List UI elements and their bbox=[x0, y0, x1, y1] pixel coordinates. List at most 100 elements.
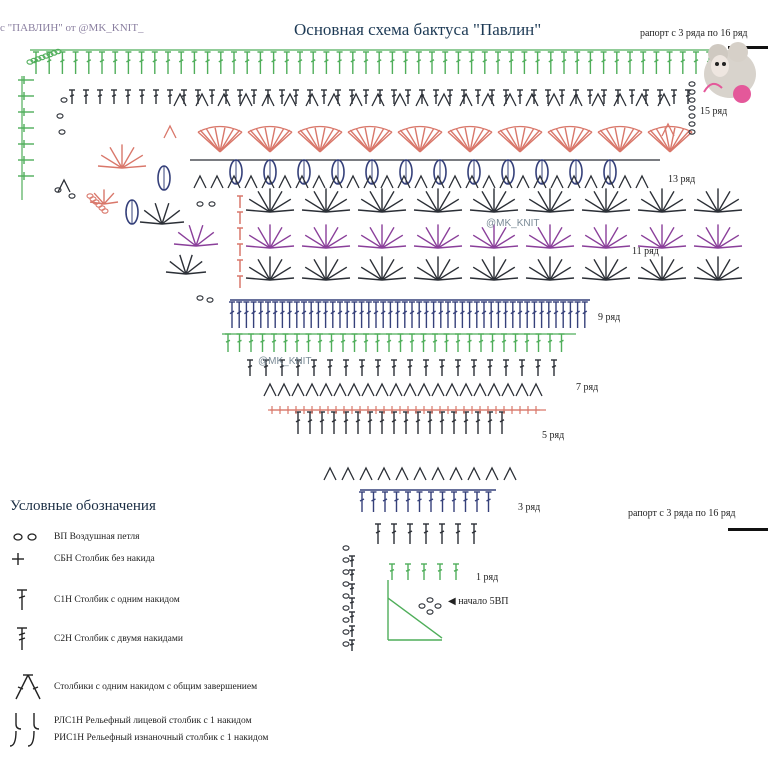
cluster-stitch bbox=[375, 382, 389, 397]
cluster-stitch bbox=[389, 382, 403, 397]
cluster-stitch bbox=[193, 174, 207, 189]
row-label: 3 ряд bbox=[518, 502, 541, 513]
shell-fan bbox=[447, 125, 493, 153]
cluster-stitch bbox=[657, 92, 671, 107]
cluster-stitch bbox=[371, 92, 385, 107]
cluster-stitch bbox=[403, 382, 417, 397]
ch-stitch bbox=[426, 609, 434, 615]
cluster-stitch bbox=[415, 92, 429, 107]
ch-stitch bbox=[342, 581, 350, 587]
cluster-stitch bbox=[618, 174, 632, 189]
cluster-stitch bbox=[239, 92, 253, 107]
ch-stitch bbox=[688, 113, 696, 119]
cluster-stitch bbox=[312, 174, 326, 189]
shell-fan bbox=[301, 188, 351, 213]
cluster-stitch bbox=[395, 466, 409, 481]
cluster-stitch bbox=[305, 382, 319, 397]
shell-fan bbox=[301, 224, 351, 249]
ch-stitch bbox=[342, 569, 350, 575]
cluster-stitch bbox=[333, 382, 347, 397]
shell-fan bbox=[413, 256, 463, 281]
rapport-note-top: рапорт с 3 ряда по 16 ряд bbox=[640, 28, 748, 39]
legend-text: ВП Воздушная петля bbox=[54, 532, 140, 542]
ch-stitch bbox=[688, 89, 696, 95]
cluster-stitch bbox=[481, 92, 495, 107]
cluster-stitch bbox=[323, 466, 337, 481]
rapport-note-side: рапорт с 3 ряда по 16 ряд bbox=[628, 508, 736, 519]
cluster-stitch bbox=[503, 92, 517, 107]
shell-fan bbox=[357, 224, 407, 249]
rapport-marker-side bbox=[728, 528, 768, 531]
ch-stitch bbox=[342, 629, 350, 635]
shell-fan bbox=[347, 125, 393, 153]
shell-fan bbox=[469, 188, 519, 213]
cluster-stitch bbox=[431, 466, 445, 481]
shell-fan bbox=[693, 256, 743, 281]
shell-fan bbox=[497, 125, 543, 153]
ch-stitch bbox=[30, 57, 38, 64]
shell-fan bbox=[413, 188, 463, 213]
cluster-stitch bbox=[613, 92, 627, 107]
shell-fan bbox=[165, 254, 207, 275]
row-label: 11 ряд bbox=[632, 246, 659, 257]
cluster-stitch bbox=[661, 122, 675, 137]
tr-icon bbox=[17, 627, 27, 650]
ch-stitch bbox=[58, 129, 66, 135]
cluster-stitch bbox=[501, 382, 515, 397]
cluster-stitch bbox=[417, 382, 431, 397]
ch-stitch bbox=[26, 59, 34, 65]
shell-fan bbox=[397, 125, 443, 153]
cluster-stitch bbox=[487, 382, 501, 397]
shell-fan bbox=[357, 256, 407, 281]
shell-fan bbox=[197, 125, 243, 153]
cluster-stitch bbox=[414, 174, 428, 189]
shell-fan bbox=[693, 188, 743, 213]
legend-title: Условные обозначения bbox=[10, 498, 156, 514]
shell-fan bbox=[413, 224, 463, 249]
legend-item: С1Н Столбик с одним накидом bbox=[8, 588, 180, 612]
shell-fan bbox=[581, 188, 631, 213]
shell-fan bbox=[89, 189, 119, 205]
cluster-stitch bbox=[263, 382, 277, 397]
start-arrow-label: ◀ начало 5ВП bbox=[448, 596, 509, 607]
row-label: 5 ряд bbox=[542, 430, 565, 441]
ch-stitch bbox=[196, 201, 204, 207]
cluster-stitch bbox=[244, 174, 258, 189]
ch-stitch bbox=[34, 56, 42, 62]
author-credit: с "ПАВЛИН" от @MK_KNIT_ bbox=[0, 22, 144, 34]
rapport-marker-top bbox=[728, 46, 768, 49]
shell-fan bbox=[97, 144, 147, 169]
cluster-stitch bbox=[529, 382, 543, 397]
legend-item: Столбики с одним накидом с общим заверше… bbox=[8, 672, 257, 702]
dc-cluster-icon bbox=[15, 674, 41, 700]
cluster-stitch bbox=[635, 174, 649, 189]
cluster-stitch bbox=[445, 382, 459, 397]
cluster-stitch bbox=[413, 466, 427, 481]
ch-stitch bbox=[434, 603, 442, 609]
legend-text: РИС1Н Рельефный изнаночный столбик с 1 н… bbox=[54, 733, 269, 743]
ch-stitch bbox=[418, 603, 426, 609]
cluster-stitch bbox=[291, 382, 305, 397]
shell-fan bbox=[357, 188, 407, 213]
cluster-stitch bbox=[327, 92, 341, 107]
cluster-stitch bbox=[503, 466, 517, 481]
cluster-stitch bbox=[329, 174, 343, 189]
shell-fan bbox=[547, 125, 593, 153]
legend-item: С2Н Столбик с двумя накидами bbox=[8, 626, 183, 652]
cluster-stitch bbox=[485, 466, 499, 481]
cluster-stitch bbox=[173, 92, 187, 107]
cluster-stitch bbox=[473, 382, 487, 397]
legend-text: С1Н Столбик с одним накидом bbox=[54, 595, 180, 605]
ch-stitch bbox=[46, 51, 54, 58]
ch-stitch bbox=[196, 295, 204, 301]
cluster-stitch bbox=[57, 178, 71, 193]
cluster-stitch bbox=[380, 174, 394, 189]
shell-fan bbox=[647, 125, 693, 153]
cluster-stitch bbox=[283, 92, 297, 107]
bpdc-icon bbox=[9, 730, 35, 747]
shell-fan bbox=[637, 188, 687, 213]
ch-stitch bbox=[342, 545, 350, 551]
cluster-stitch bbox=[601, 174, 615, 189]
legend-text: СБН Столбик без накида bbox=[54, 554, 155, 564]
